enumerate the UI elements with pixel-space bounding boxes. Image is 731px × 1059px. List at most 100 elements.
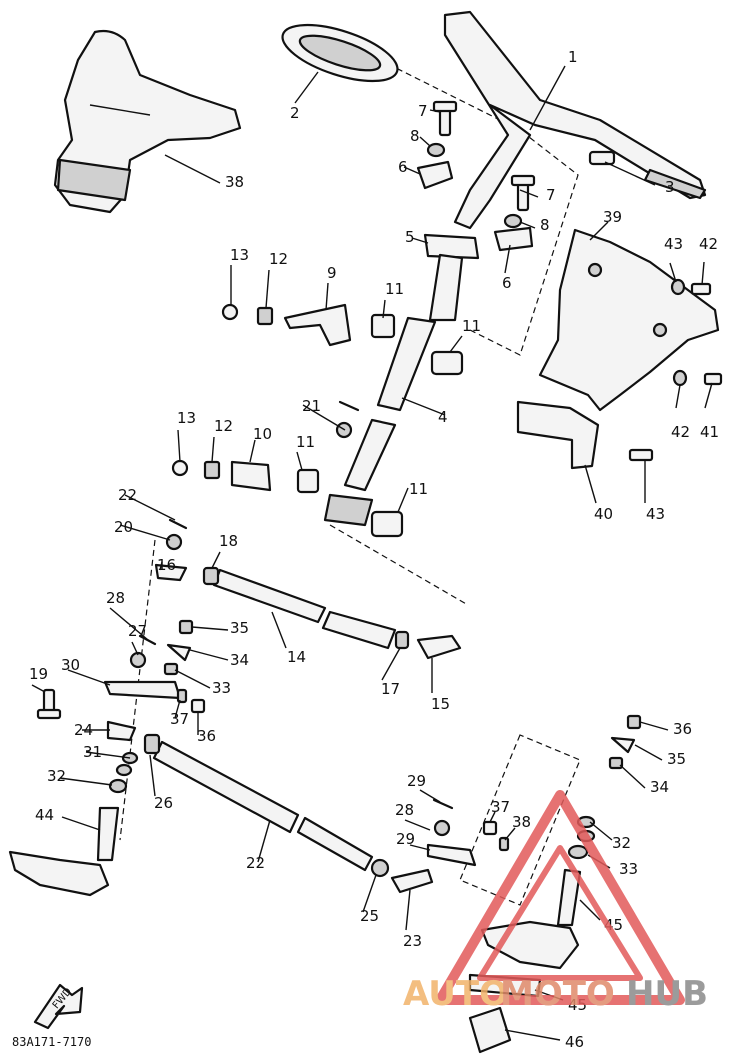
leader-line — [131, 641, 139, 656]
leader-line — [296, 451, 303, 471]
leader-line — [634, 744, 663, 761]
part-44-bolt — [628, 448, 654, 462]
leader-line — [381, 647, 401, 681]
part-35-clip-right — [610, 736, 636, 754]
leader-line — [404, 819, 431, 831]
part-number-label: 16 — [157, 556, 176, 574]
part-number-label: 15 — [431, 695, 450, 713]
leader-line — [449, 335, 463, 353]
part-5-clamp — [423, 233, 480, 260]
leader-line — [397, 487, 409, 513]
leader-line — [519, 221, 536, 229]
part-number-label: 7 — [546, 186, 556, 204]
part-number-label: 3 — [665, 178, 675, 196]
leader-line — [174, 669, 211, 689]
part-number-label: 32 — [612, 834, 631, 852]
part-number-label: 36 — [673, 720, 692, 738]
part-17-nut — [394, 630, 410, 650]
leader-line — [669, 262, 677, 283]
leader-line — [119, 524, 171, 541]
part-number-label: 11 — [462, 317, 481, 335]
leader-line — [619, 764, 646, 789]
part-34-nut-right — [608, 756, 624, 770]
part-number-label: 30 — [61, 656, 80, 674]
part-number-label: 8 — [540, 216, 550, 234]
leader-line — [31, 684, 46, 693]
part-6-clamp-upper — [416, 160, 454, 190]
leader-line — [109, 607, 149, 641]
part-35-clip-left — [166, 643, 192, 662]
leader-line — [529, 65, 566, 131]
part-number-label: 1 — [568, 48, 578, 66]
leader-line — [149, 754, 156, 797]
part-number-label: 37 — [491, 798, 510, 816]
leader-line — [249, 439, 256, 463]
leader-line — [519, 189, 539, 198]
part-number-label: 27 — [128, 622, 147, 640]
leader-line — [419, 789, 441, 803]
part-number-label: 35 — [667, 750, 686, 768]
part-24-ball-joint — [390, 868, 434, 894]
part-number-label: 8 — [410, 127, 420, 145]
part-43-washer-lower — [672, 369, 688, 387]
part-42-bolt-upper — [690, 282, 712, 296]
part-number-label: 6 — [398, 158, 408, 176]
part-9-bracket — [283, 303, 352, 347]
leader-line — [429, 109, 441, 113]
part-number-label: 5 — [405, 228, 415, 246]
part-number-label: 26 — [154, 794, 173, 812]
leader-line — [257, 819, 271, 863]
part-number-labels: 1234566778891011111111121213131415161718… — [29, 48, 719, 1051]
part-number-label: 13 — [230, 246, 249, 264]
part-11-bushing-c — [296, 468, 320, 494]
leader-line — [61, 816, 101, 831]
leader-line — [362, 874, 377, 913]
leader-line — [59, 777, 113, 786]
part-11-bushing-b — [430, 350, 464, 376]
part-number-label: 28 — [106, 589, 125, 607]
part-8-nut-upper — [426, 142, 446, 158]
part-12-nut-lower — [203, 460, 221, 480]
part-38-pin-right — [498, 836, 510, 852]
leader-line — [191, 626, 229, 631]
part-number-label: 24 — [74, 721, 93, 739]
part-42-bolt-lower — [703, 372, 723, 386]
leader-line — [325, 282, 329, 311]
part-39-handlebar-cover — [53, 29, 242, 214]
leader-line — [211, 436, 215, 463]
part-45-spindle-left — [8, 806, 120, 897]
leader-line — [405, 889, 411, 931]
part-number-label: 13 — [177, 409, 196, 427]
part-8-nut-lower — [503, 213, 523, 229]
part-22-pin-upper — [338, 400, 360, 412]
part-number-label: 23 — [403, 932, 422, 950]
part-29-pin-right — [432, 798, 454, 810]
part-number-label: 22 — [246, 854, 265, 872]
part-number-label: 22 — [118, 486, 137, 504]
part-number-label: 38 — [512, 813, 531, 831]
leader-line — [211, 551, 221, 569]
part-number-label: 17 — [381, 680, 400, 698]
part-number-label: 12 — [214, 417, 233, 435]
part-22-pin-lower — [168, 518, 188, 530]
part-37-bolt-right — [482, 820, 498, 836]
leader-line — [85, 751, 131, 759]
part-28-nut-left — [129, 651, 147, 669]
part-number-label: 35 — [230, 619, 249, 637]
part-34-nut-left — [163, 662, 179, 676]
part-11-bushing-a — [370, 313, 396, 339]
automotohub-watermark: AUTO MOTO HUB — [403, 790, 708, 1014]
part-number-label: 33 — [212, 679, 231, 697]
part-number-label: 32 — [47, 767, 66, 785]
leader-line — [504, 1029, 561, 1041]
part-number-label: 42 — [699, 235, 718, 253]
part-number-label: 37 — [170, 710, 189, 728]
part-number-label: 28 — [395, 801, 414, 819]
part-number-label: 31 — [83, 743, 102, 761]
leader-line — [584, 464, 597, 504]
part-27-nut — [143, 733, 161, 755]
watermark-auto: AUTO — [403, 974, 508, 1014]
part-18-nut — [202, 566, 220, 586]
leader-line — [265, 269, 270, 309]
